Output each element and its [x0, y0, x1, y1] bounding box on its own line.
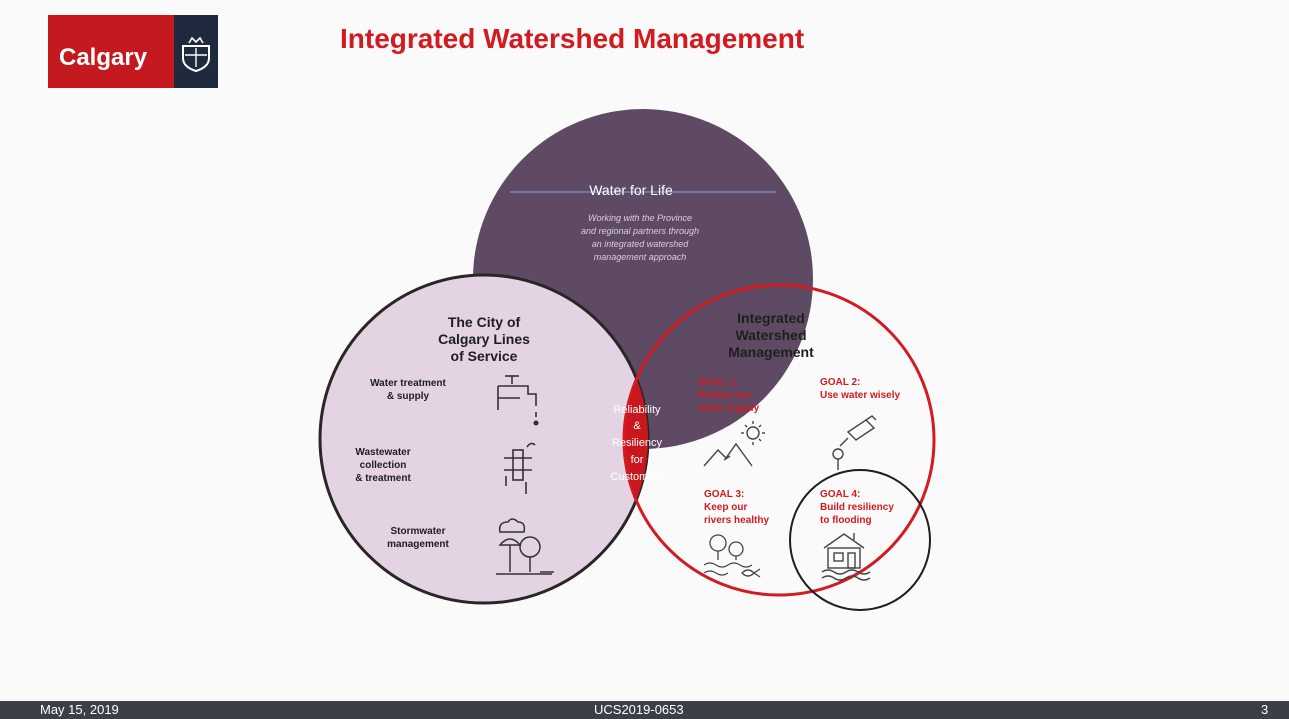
- iwm-title-line-1: Integrated: [737, 310, 805, 326]
- overlap-line-2: &: [633, 420, 641, 432]
- iwm-title-line-2: Watershed: [735, 327, 806, 343]
- water-drop-icon: [533, 420, 539, 426]
- goal-4-line-2: to flooding: [820, 515, 872, 526]
- footer-bar: May 15, 2019 UCS2019-0653 3: [0, 701, 1289, 719]
- overlap-line-4: for: [631, 454, 644, 466]
- footer-document-code: UCS2019-0653: [594, 702, 684, 717]
- logo-crest-block: [174, 15, 218, 88]
- watering-can-icon: [832, 415, 877, 470]
- footer-page-number: 3: [1261, 702, 1269, 717]
- stormwater-tree-icon: [496, 518, 554, 575]
- mountain-sun-icon: [703, 421, 765, 467]
- water-for-life-line-1: Working with the Province: [588, 213, 692, 223]
- water-for-life-line-2: and regional partners through: [581, 226, 699, 236]
- service-wastewater-line-3: & treatment: [355, 473, 411, 484]
- lines-of-service-title-line-2: Calgary Lines: [438, 331, 530, 347]
- service-stormwater-line-1: Stormwater: [390, 526, 445, 537]
- goal-2-label: GOAL 2:: [820, 377, 860, 388]
- water-for-life-title: Water for Life: [589, 182, 673, 198]
- water-tap-icon: [497, 375, 537, 417]
- lines-of-service-title-line-1: The City of: [448, 314, 521, 330]
- water-for-life-line-4: management approach: [594, 252, 687, 262]
- overlap-line-5: Customers: [610, 471, 664, 483]
- flooded-house-icon: [821, 533, 871, 581]
- water-for-life-line-3: an integrated watershed: [592, 239, 690, 249]
- footer-date: May 15, 2019: [40, 702, 119, 717]
- service-water-treatment-line-2: & supply: [387, 391, 430, 402]
- venn-diagram: Water for Life Working with the Province…: [318, 109, 936, 611]
- river-tree-fish-icon: [703, 534, 761, 578]
- page-title: Integrated Watershed Management: [340, 23, 805, 54]
- wastewater-pipe-icon: [504, 442, 536, 494]
- overlap-line-3: Resiliency: [612, 437, 663, 449]
- overlap-line-1: Reliability: [613, 404, 661, 416]
- crest-icon: [182, 36, 210, 73]
- logo-text: Calgary: [59, 44, 148, 71]
- iwm-circle: [622, 283, 936, 597]
- goal-1-line-2: water supply: [697, 403, 760, 414]
- service-water-treatment-line-1: Water treatment: [370, 378, 446, 389]
- goal-3-line-2: rivers healthy: [704, 515, 769, 526]
- logo-red-block: Calgary: [48, 15, 174, 88]
- lines-of-service-title-line-3: of Service: [451, 348, 518, 364]
- calgary-logo: Calgary: [48, 15, 218, 88]
- service-wastewater-line-2: collection: [360, 460, 407, 471]
- goal-3-label: GOAL 3:: [704, 489, 744, 500]
- goal-1-line-1: Protect our: [698, 390, 751, 401]
- flooding-circle: [789, 469, 931, 611]
- goal-4-line-1: Build resiliency: [820, 502, 894, 513]
- service-stormwater-line-2: management: [387, 539, 449, 550]
- goal-1-label: GOAL 1:: [698, 377, 738, 388]
- goal-4-label: GOAL 4:: [820, 489, 860, 500]
- goal-3-line-1: Keep our: [704, 502, 747, 513]
- iwm-title-line-3: Management: [728, 344, 814, 360]
- service-wastewater-line-1: Wastewater: [355, 447, 410, 458]
- goal-2-line-1: Use water wisely: [820, 390, 900, 401]
